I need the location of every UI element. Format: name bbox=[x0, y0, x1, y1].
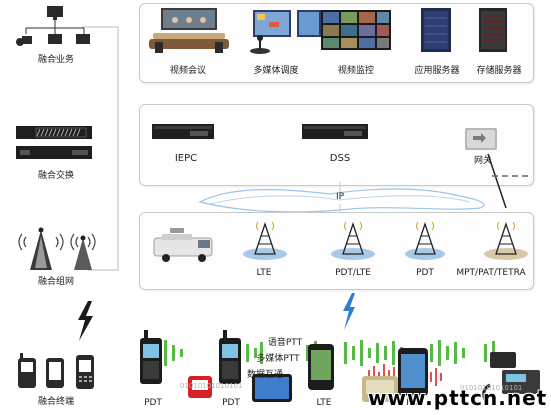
iepc-server-icon bbox=[152, 124, 214, 139]
access-devices bbox=[153, 221, 528, 262]
label-switching: 融合交换 bbox=[37, 171, 74, 181]
wireless-link-bolt-icon bbox=[343, 293, 355, 330]
label-pdt-terminal-2: PDT bbox=[222, 398, 240, 408]
label-pdt-lte-tower: PDT/LTE bbox=[335, 268, 371, 278]
label-terminals: 融合终端 bbox=[37, 397, 74, 407]
label-application-server: 应用服务器 bbox=[414, 66, 460, 76]
label-multimedia-dispatch: 多媒体调度 bbox=[253, 66, 299, 76]
video-surveillance-icon bbox=[321, 10, 391, 50]
label-mpt-tower: MPT/PAT/TETRA bbox=[456, 268, 526, 278]
label-video-conference: 视频会议 bbox=[169, 66, 206, 76]
gateway-icon bbox=[465, 128, 497, 150]
label-multimedia-ptt: 多媒体PTT bbox=[256, 354, 300, 364]
label-networking: 融合组网 bbox=[37, 277, 74, 287]
application-server-icon bbox=[421, 8, 451, 52]
terminal-signal-band: 01010101010101 01010101010101 bbox=[140, 330, 540, 403]
tablet-icon bbox=[252, 374, 292, 402]
label-lte-tower: LTE bbox=[256, 268, 272, 278]
binary-text-2: 01010101010101 bbox=[460, 384, 522, 392]
dss-server-icon bbox=[302, 124, 368, 139]
watermark: www.pttcn.net bbox=[368, 386, 548, 410]
network-computers-icon bbox=[16, 6, 90, 46]
label-business: 融合业务 bbox=[37, 55, 74, 65]
left-column: 融合业务 融合交换 融合组网 bbox=[0, 0, 120, 415]
switch-rack-icon bbox=[16, 126, 92, 159]
label-gateway: 网关 bbox=[473, 156, 492, 166]
pdt-tower-icon bbox=[405, 221, 445, 260]
label-iepc: IEPC bbox=[174, 153, 198, 164]
ip-label: IP bbox=[336, 192, 345, 202]
label-storage-server: 存储服务器 bbox=[476, 66, 522, 76]
left-connector bbox=[55, 26, 119, 271]
rugged-phone-icon bbox=[362, 376, 398, 402]
lte-smartphone-icon bbox=[308, 344, 334, 390]
vehicle-radio-icon bbox=[482, 352, 540, 403]
video-conference-icon bbox=[149, 8, 229, 53]
application-devices bbox=[149, 8, 507, 54]
storage-server-icon bbox=[479, 8, 507, 52]
command-vehicle-icon bbox=[153, 228, 213, 262]
label-pdt-terminal-1: PDT bbox=[144, 398, 162, 408]
smartphone-icon bbox=[398, 348, 428, 396]
ip-cloud-network: IP bbox=[198, 182, 485, 216]
mobile-phones-icon bbox=[18, 353, 94, 389]
label-pdt-tower: PDT bbox=[416, 268, 434, 278]
pdt-lte-tower-icon bbox=[331, 221, 375, 260]
pdt-radio-1-icon bbox=[140, 330, 162, 384]
label-pdt-terminal-3: PDT bbox=[406, 398, 424, 408]
label-lte-terminal: LTE bbox=[316, 398, 332, 408]
binary-text-1: 01010101010101 bbox=[180, 382, 242, 390]
pdt-radio-2-icon bbox=[219, 330, 241, 384]
label-voice-ptt: 语音PTT bbox=[267, 338, 303, 348]
label-data-exchange: 数据互通 bbox=[246, 370, 283, 380]
multimedia-dispatch-icon bbox=[250, 10, 321, 54]
wireless-bolt-icon bbox=[78, 301, 93, 341]
mpt-pat-tetra-tower-icon bbox=[484, 221, 528, 260]
label-dss: DSS bbox=[329, 153, 351, 164]
lte-tower-icon bbox=[243, 221, 287, 260]
radio-tower-icon bbox=[18, 227, 96, 270]
switching-devices bbox=[152, 124, 530, 209]
label-video-surveillance: 视频监控 bbox=[337, 66, 374, 76]
red-handset-icon bbox=[188, 376, 212, 398]
